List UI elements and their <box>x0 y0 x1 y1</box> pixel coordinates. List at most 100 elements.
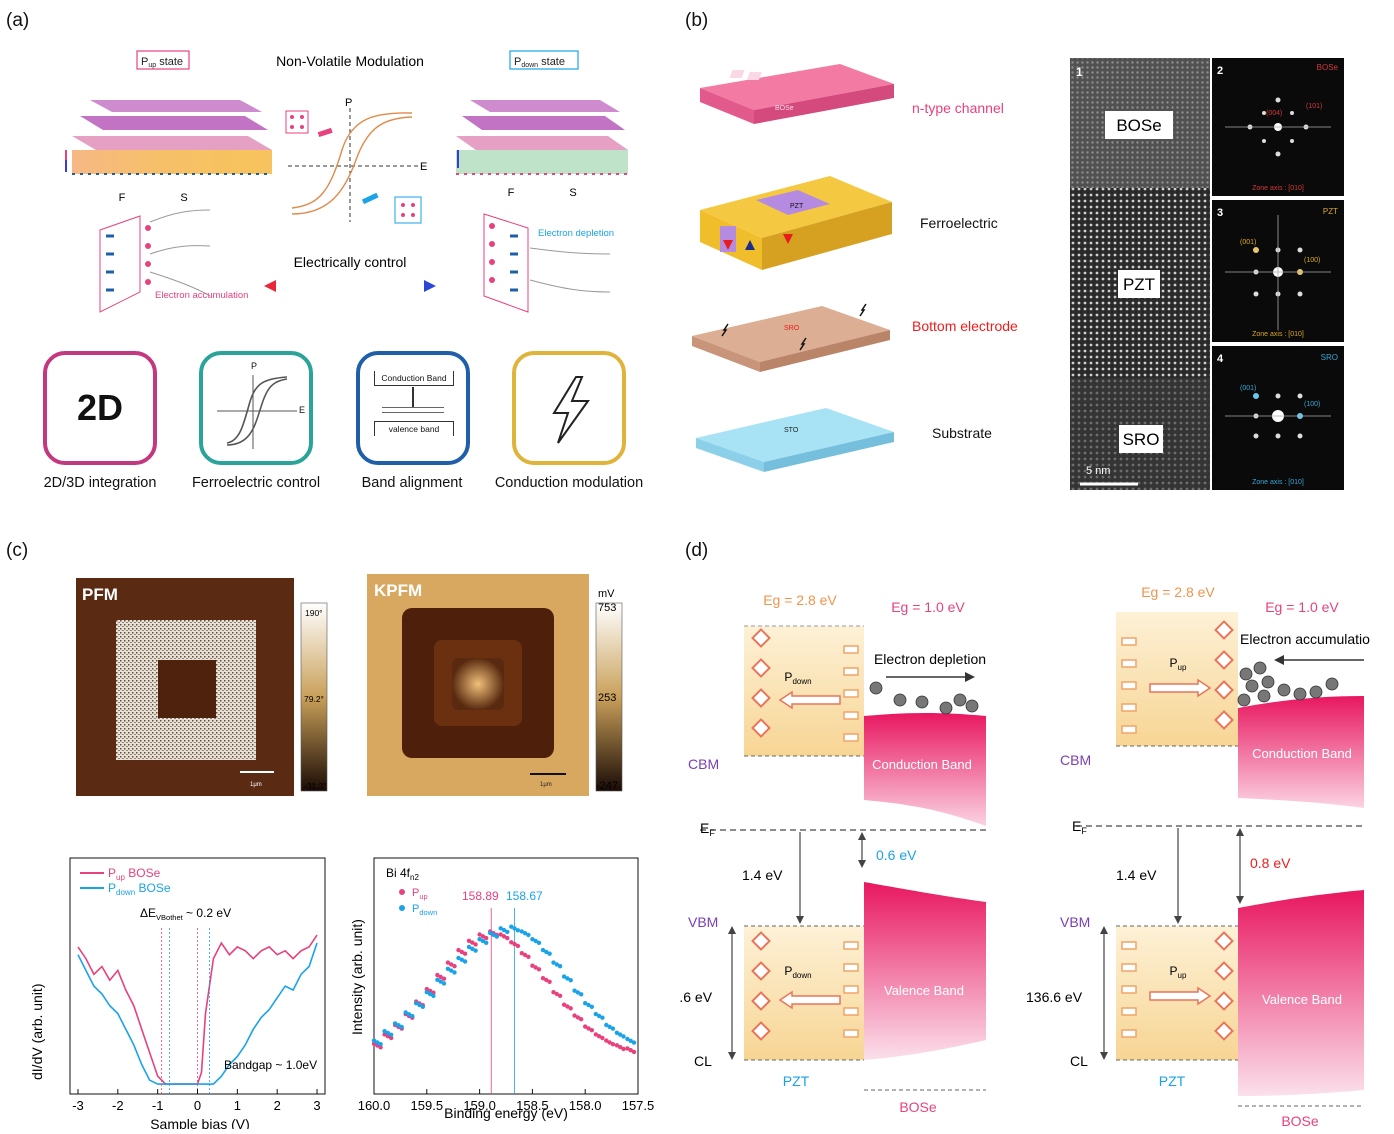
electron-accumulation-text: Electron accumulation <box>155 290 248 301</box>
sts-legend-pup: Pup BOSe <box>108 866 161 882</box>
cb-label-right: Conduction Band <box>1252 746 1352 761</box>
xps-point-pdown <box>547 951 552 956</box>
xps-point-pdown <box>378 1042 383 1047</box>
xps-point-pdown <box>568 978 573 983</box>
cb-label-left: Conduction Band <box>872 757 972 772</box>
caption-2d-integration: 2D/3D integration <box>43 475 157 491</box>
xps-point-pup <box>515 943 521 949</box>
xps-legend-pdown-marker <box>399 905 405 911</box>
xps-point-pup <box>473 942 478 947</box>
sts-xtick-label: -2 <box>112 1098 124 1113</box>
xps-point-pup <box>583 1024 588 1029</box>
sts-xtick-label: -3 <box>72 1098 84 1113</box>
xps-point-pup <box>445 960 451 965</box>
pup-label-bottom: Pup <box>1170 964 1187 980</box>
xps-point-pdown <box>579 992 584 997</box>
xps-legend-pup: Pup <box>412 887 428 901</box>
fft-panel-pzt <box>1212 200 1344 342</box>
layer-tag-sto: STO <box>784 427 799 434</box>
xps-point-pup <box>382 1032 387 1037</box>
pzt-label-left: PZT <box>783 1073 810 1089</box>
xps-point-pdown <box>392 1021 398 1026</box>
pfm-kpfm-images: PFM 1μm 190° 79.2° -31.3° KPFM 1μm mV 75… <box>76 574 623 796</box>
kpfm-unit: mV <box>598 588 615 600</box>
xps-point-pdown <box>449 968 454 973</box>
xps-point-pup <box>600 1035 605 1041</box>
xps-point-pup <box>554 991 559 997</box>
xps-point-pdown <box>410 1013 415 1019</box>
pup-arrow-bottom <box>1149 986 1212 1006</box>
xps-point-pdown <box>396 1023 401 1028</box>
kpfm-cbar-min: -247 <box>596 780 618 792</box>
xps-point-pdown <box>424 990 429 995</box>
xps-legend-pup-marker <box>399 889 405 895</box>
xps-point-pdown <box>459 957 464 962</box>
xps-point-pdown <box>557 964 563 969</box>
fft-zone-pzt: Zone axis : [010] <box>1252 331 1304 338</box>
xps-point-pdown <box>406 1012 412 1017</box>
xps-point-pdown <box>515 928 521 933</box>
ef-right: EF <box>1072 818 1087 836</box>
xps-point-pup <box>526 954 531 959</box>
fft-tag-bose: BOSe <box>1317 63 1339 72</box>
pup-heterostructure <box>65 100 272 175</box>
xps-point-pdown <box>551 960 556 965</box>
icon-conduction-band: Conduction Band <box>374 371 454 386</box>
fft-num-2: 2 <box>1217 65 1223 77</box>
xps-point-pdown <box>491 932 496 937</box>
xps-point-pup <box>579 1017 584 1022</box>
icon-ferroelectric-control: P E <box>199 351 313 465</box>
xps-point-pdown <box>522 931 528 936</box>
xps-point-pdown <box>375 1040 380 1045</box>
xps-point-pup <box>607 1040 612 1045</box>
xps-point-pup <box>435 972 440 978</box>
vbm-right: VBM <box>1060 914 1090 930</box>
xps-point-pup <box>561 1002 567 1007</box>
xps-point-pup <box>596 1034 602 1039</box>
icon-valence-band: valence band <box>374 421 454 436</box>
xps-point-pdown <box>621 1034 626 1039</box>
sts-xtick-label: 2 <box>274 1098 281 1113</box>
xps-point-pdown <box>614 1030 620 1035</box>
pup-f-label: F <box>119 192 126 204</box>
xps-point-pdown <box>498 926 503 931</box>
panel-d: Eg = 2.8 eV Eg = 1.0 eV Electron depleti… <box>656 560 1394 1129</box>
cl-left: CL <box>694 1053 712 1069</box>
xps-point-pup <box>456 947 461 953</box>
pup-state-tag <box>136 50 190 70</box>
fft-spot-pzt-2: (100) <box>1304 257 1320 264</box>
ef-left: EF <box>700 820 715 838</box>
xps-point-pdown <box>505 929 510 935</box>
xps-point-pup <box>572 1013 577 1018</box>
sts-ylabel: dI/dV (arb. unit) <box>29 984 45 1081</box>
xps-point-pup <box>536 967 542 972</box>
xps-point-pup <box>533 965 538 970</box>
tem-image <box>1070 58 1210 490</box>
sto-layer <box>696 408 894 472</box>
xps-point-pdown <box>540 947 546 953</box>
xps-point-pdown <box>488 930 493 936</box>
sts-xtick-label: -1 <box>152 1098 164 1113</box>
xps-point-pdown <box>420 1004 425 1009</box>
xps-point-pup <box>547 979 552 984</box>
layer-label-bose: n-type channel <box>912 100 1004 116</box>
xps-point-pdown <box>604 1022 609 1028</box>
fft-tag-pzt: PZT <box>1323 207 1338 216</box>
kpfm-scale: 1μm <box>540 782 552 788</box>
xps-point-pup <box>522 952 528 958</box>
xps-point-pdown <box>431 993 436 998</box>
xps-point-pdown <box>484 940 489 945</box>
bose-valence-band-right <box>1238 890 1364 1096</box>
electron-accumulation-label: Electron accumulatio <box>1240 631 1370 647</box>
vb-label-left: Valence Band <box>884 983 964 998</box>
panel-label-d: (d) <box>685 540 709 561</box>
tem-label-sro: SRO <box>1123 430 1160 449</box>
xps-point-pdown <box>519 929 524 934</box>
xps-point-pup <box>631 1049 637 1055</box>
pdown-arrow-bottom <box>778 990 841 1010</box>
fft-spot-sro-1: (001) <box>1240 385 1256 392</box>
fft-panel-bose <box>1212 58 1344 196</box>
xps-point-pdown <box>618 1032 623 1037</box>
